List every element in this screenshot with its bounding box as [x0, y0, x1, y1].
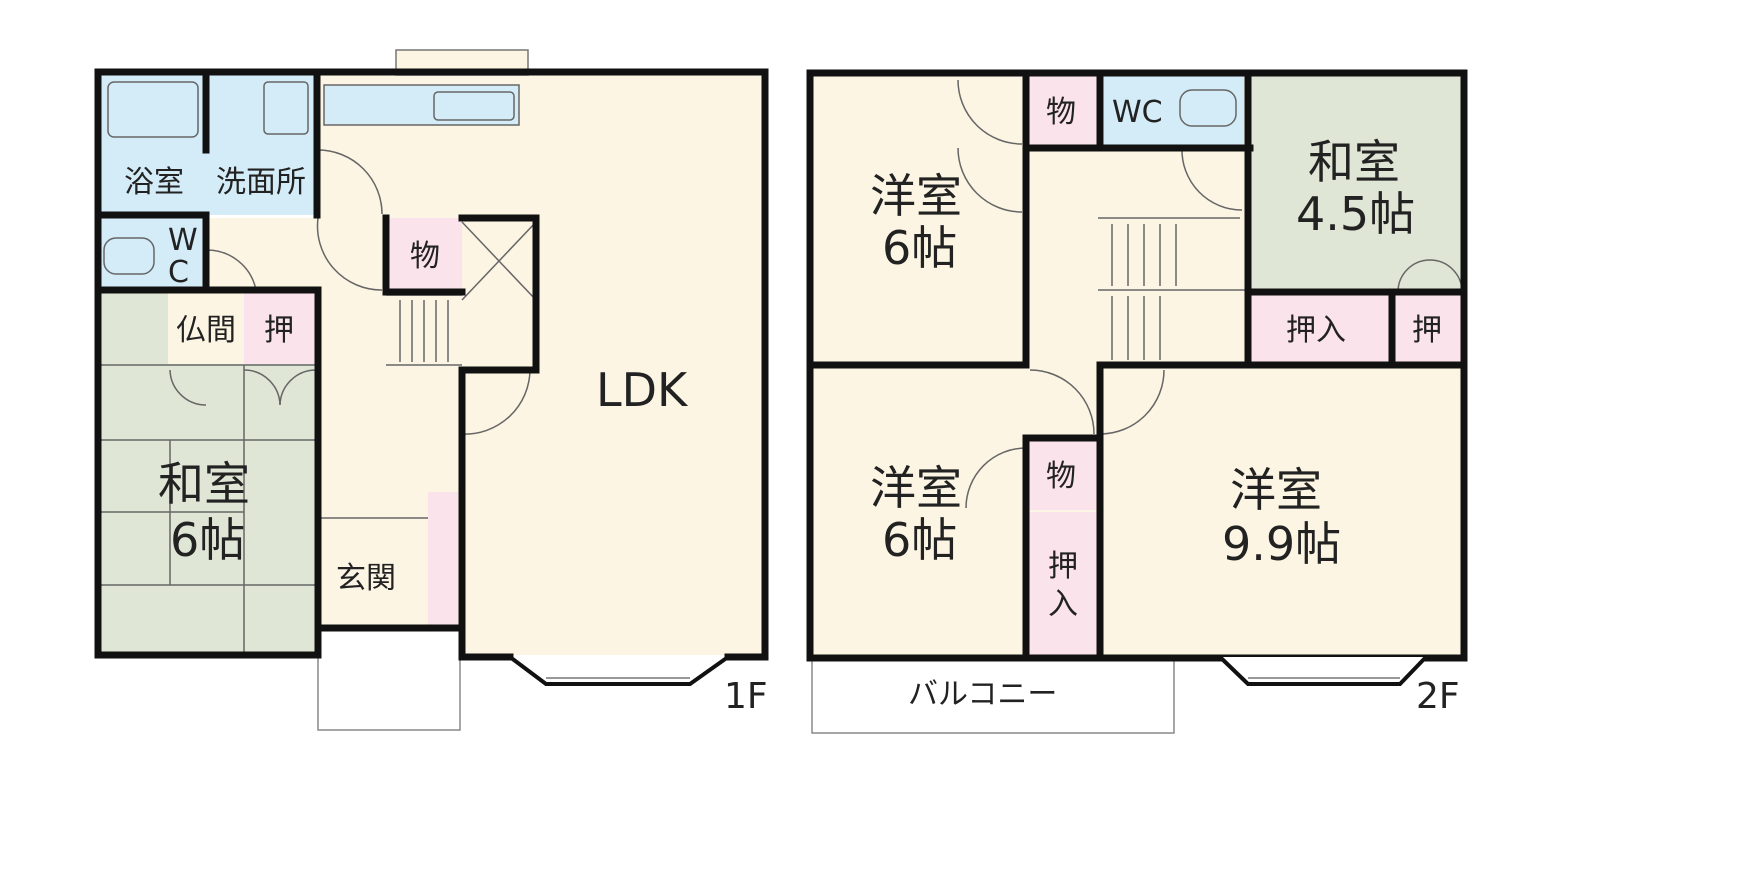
walls-1f [94, 68, 769, 661]
label-youshitsu-nw-name: 洋室 [870, 169, 962, 223]
oshiire-v-floor [1028, 512, 1098, 655]
label-butsuma: 仏間 [176, 313, 236, 348]
floor-2: 物 WC 和室 4.5帖 洋室 6帖 押入 押 洋室 6帖 物 押 入 洋室 9… [806, 69, 1468, 734]
label-genkan: 玄関 [336, 561, 396, 596]
butsuma-floor [168, 292, 244, 364]
label-wc-c: C [168, 255, 189, 290]
oshiire-small-floor [1394, 294, 1464, 362]
label-bath: 浴室 [124, 165, 184, 200]
label-oshiire: 押 [264, 313, 294, 348]
label-storage-top: 物 [1046, 95, 1076, 130]
bay-window-2f [1218, 655, 1428, 686]
storage-mid-floor [1028, 438, 1098, 510]
label-washitsu-size: 6帖 [170, 513, 245, 567]
shoe-closet [428, 492, 458, 628]
walls-2f [806, 69, 1468, 662]
label-balcony: バルコニー [908, 677, 1057, 712]
label-washroom: 洗面所 [216, 165, 306, 200]
floor-label-1f: 1F [724, 676, 768, 717]
floor-label-2f: 2F [1416, 676, 1460, 717]
label-youshitsu-sw-name: 洋室 [870, 461, 962, 515]
genkan-floor [318, 518, 428, 628]
washitsu-45-floor [1250, 75, 1464, 291]
fixtures-2f [957, 79, 1463, 509]
label-ldk: LDK [596, 363, 689, 417]
label-washitsu-45-name: 和室 [1308, 135, 1400, 189]
label-wc-2f: WC [1112, 95, 1163, 130]
label-washitsu-name: 和室 [158, 457, 250, 511]
label-storage: 物 [410, 239, 440, 274]
label-youshitsu-se-name: 洋室 [1230, 463, 1322, 517]
label-oshiire-v-top: 押 [1048, 549, 1078, 584]
label-oshiire-wide: 押入 [1286, 313, 1346, 348]
oshiire-floor [244, 292, 316, 364]
label-youshitsu-se-size: 9.9帖 [1222, 517, 1341, 571]
bath-floor [98, 75, 206, 215]
wc-floor [98, 218, 206, 290]
storage-top-floor [1028, 75, 1100, 147]
washroom-floor [206, 75, 317, 215]
floor-1: 浴室 洗面所 W C 仏間 押 物 和室 6帖 玄関 LDK 1F [94, 49, 769, 731]
bay-window-1f [508, 655, 730, 686]
label-washitsu-45-size: 4.5帖 [1296, 187, 1415, 241]
wc-2f-floor [1104, 75, 1244, 145]
label-wc-w: W [168, 223, 198, 258]
fixtures-1f [103, 81, 537, 701]
label-youshitsu-sw-size: 6帖 [882, 513, 957, 567]
label-oshiire-v-bottom: 入 [1048, 587, 1078, 622]
label-youshitsu-nw-size: 6帖 [882, 221, 957, 275]
balcony [811, 656, 1175, 734]
label-storage-mid: 物 [1046, 459, 1076, 494]
tatami-lines [98, 364, 316, 655]
storage-floor [390, 218, 462, 293]
label-oshiire-small: 押 [1412, 313, 1442, 348]
porch [317, 627, 461, 731]
oshiire-wide-floor [1250, 294, 1390, 362]
